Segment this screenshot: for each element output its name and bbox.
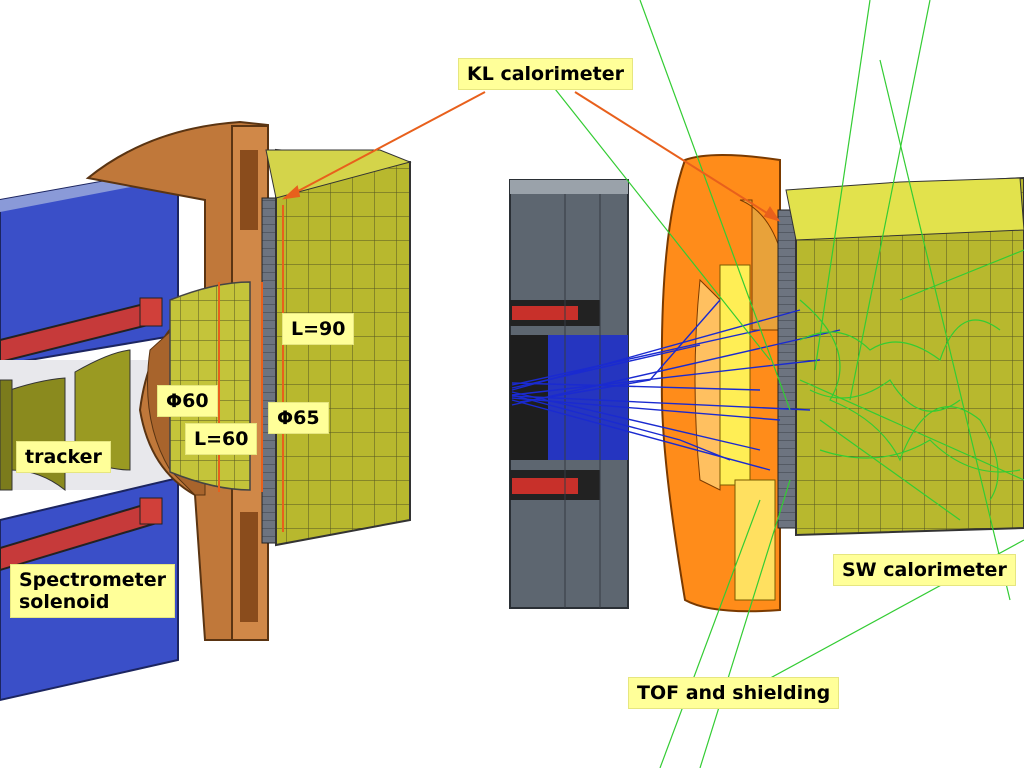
spectrometer-solenoid-upper xyxy=(0,166,179,367)
spectrometer-label-line1: Spectrometer xyxy=(19,569,166,591)
leader-lines xyxy=(281,91,781,222)
sw-front-steel xyxy=(777,209,797,529)
phi60-label: Φ60 xyxy=(157,385,218,417)
spectrometer-solenoid-label: Spectrometer solenoid xyxy=(10,564,175,618)
tof-orange-shield xyxy=(660,154,791,613)
sw-calorimeter-block xyxy=(785,176,1024,537)
sw-calorimeter-label: SW calorimeter xyxy=(833,554,1016,586)
kl-calorimeter-block-left xyxy=(265,148,412,547)
kl-calorimeter-label: KL calorimeter xyxy=(458,58,634,90)
phi65-label: Φ65 xyxy=(268,402,329,434)
right-detector xyxy=(509,0,1024,768)
spectrometer-label-line2: solenoid xyxy=(19,591,110,613)
steel-layer xyxy=(261,197,277,544)
tof-shielding-label: TOF and shielding xyxy=(628,677,840,709)
dimension-lines-left xyxy=(218,205,284,532)
tracker-label: tracker xyxy=(16,441,111,473)
l90-label: L=90 xyxy=(282,313,355,345)
l60-label: L=60 xyxy=(185,423,258,455)
